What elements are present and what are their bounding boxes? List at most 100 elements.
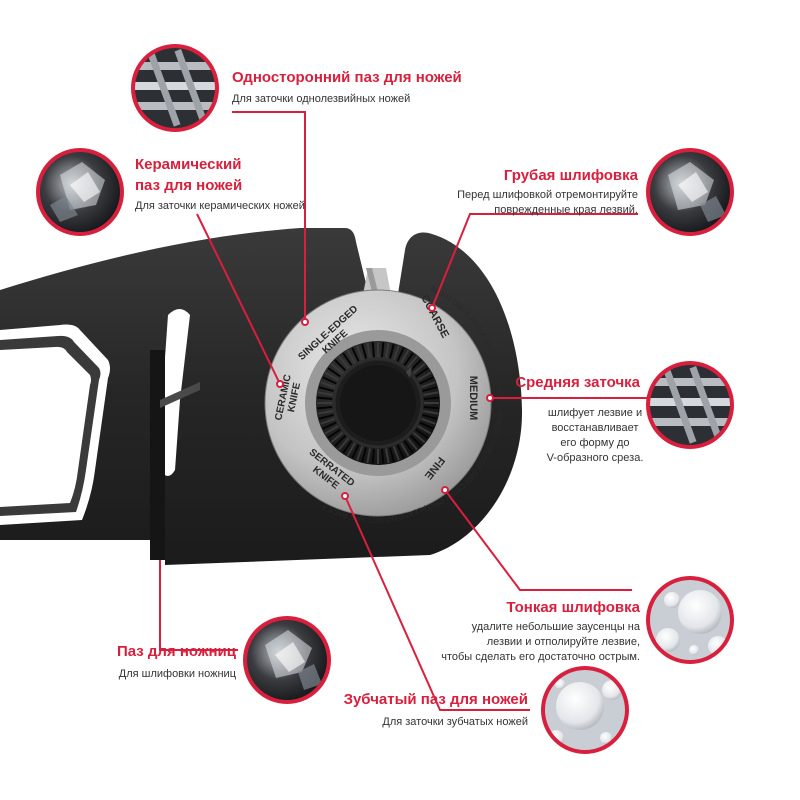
knurl-ridge xyxy=(423,391,439,396)
knurl-ridge xyxy=(366,448,371,464)
knurl-ridge xyxy=(417,371,432,381)
knurl-ridge xyxy=(318,413,334,420)
knurl-ridge xyxy=(396,347,405,362)
knurl-ridge xyxy=(415,367,429,378)
knurl-ridge xyxy=(351,347,360,362)
medium-desc-3: его форму до xyxy=(560,437,630,449)
knurl-ridge xyxy=(342,440,353,454)
knurl-ridge xyxy=(371,342,375,358)
coarse-title: Грубая шлифовка xyxy=(503,167,638,184)
knurl-ridge xyxy=(346,442,356,457)
fine-desc-1: удалите небольшие заусенцы на xyxy=(471,621,640,633)
knurl-ridge xyxy=(361,447,368,463)
knurl-ridge xyxy=(423,406,439,410)
knurl-ridge xyxy=(322,376,337,385)
leader-single-edge xyxy=(232,111,306,322)
knurl-ridge xyxy=(392,345,400,361)
knurl-ridge xyxy=(324,425,339,435)
knurl-ridge xyxy=(400,349,410,364)
knurl-ridge xyxy=(406,437,418,451)
knurl-ridge xyxy=(417,425,432,435)
knurl-ridge xyxy=(320,417,336,425)
knurl-ridge xyxy=(317,391,333,396)
medium-desc-4: V-образного среза. xyxy=(546,452,644,464)
serrated-slot-title: Зубчатый паз для ножей xyxy=(343,691,528,708)
leader-ceramic xyxy=(196,213,281,385)
knurl-ridge xyxy=(334,359,347,372)
knurl-ridge xyxy=(415,428,429,439)
knurl-ridge xyxy=(422,386,438,393)
diamond-grit-icon xyxy=(646,148,734,236)
diamond-grit-icon xyxy=(36,148,124,236)
medium-desc-2: восстанавливает xyxy=(551,422,639,434)
knurl-ridge xyxy=(317,410,333,415)
knurl-ridge xyxy=(423,410,439,415)
knurl-ridge xyxy=(318,386,334,393)
steel-rods-icon xyxy=(646,361,734,449)
knurl-ridge xyxy=(422,413,438,420)
fine-desc-2: лезвии и отполируйте лезвие, xyxy=(486,636,640,648)
knurl-ridge xyxy=(381,448,385,464)
coarse-desc-2: поврежденные края лезвий. xyxy=(494,204,638,216)
leader-dots xyxy=(276,304,494,500)
knurl-ridge xyxy=(419,421,434,430)
ceramic-slot-title-2: паз для ножей xyxy=(135,177,243,194)
knurl-ridge xyxy=(330,363,344,375)
steel-rods-icon xyxy=(131,44,219,132)
leader-serrated xyxy=(344,495,530,711)
knurl-ridge xyxy=(351,444,360,459)
knurl-ridge xyxy=(420,381,436,389)
medium-title: Средняя заточка xyxy=(515,374,640,391)
knurl-ridge xyxy=(317,396,333,400)
scissors-slot-desc: Для шлифовки ножниц xyxy=(118,668,236,680)
medium-desc-1: шлифует лезвие и xyxy=(547,407,643,419)
knurl-ridge xyxy=(322,421,337,430)
leader-scissors xyxy=(159,560,238,651)
knurl-ridge xyxy=(400,442,410,457)
knurl-ridge xyxy=(338,437,350,451)
knurl-ridge xyxy=(385,448,390,464)
knurl-ridge xyxy=(320,381,336,389)
knurl-ridge xyxy=(371,448,375,464)
coarse-desc-1: Перед шлифовкой отремонтируйте xyxy=(457,189,638,201)
knurl-ridge xyxy=(409,434,422,447)
knurl-ridge xyxy=(409,359,422,372)
leader-fine xyxy=(444,489,632,591)
knurl-ridge xyxy=(392,445,400,461)
knurl-ridge xyxy=(330,431,344,443)
knurl-ridge xyxy=(420,417,436,425)
knurl-ridge xyxy=(342,352,353,366)
knurl-ridge xyxy=(396,444,405,459)
knurl-ridge xyxy=(406,355,418,369)
fine-desc-3: чтобы сделать его достаточно острым. xyxy=(441,651,640,663)
serrated-slot-desc: Для заточки зубчатых ножей xyxy=(382,716,528,728)
knurl-ridge xyxy=(327,367,341,378)
fine-title: Тонкая шлифовка xyxy=(506,599,640,616)
knurl-ridge xyxy=(324,371,339,381)
ceramic-balls-icon xyxy=(646,576,734,664)
diamond-grit-icon xyxy=(243,616,331,704)
scissors-slot-title: Паз для ножниц xyxy=(116,643,236,660)
knurl-ridge xyxy=(388,447,395,463)
single-edge-slot-desc: Для заточки однолезвийных ножей xyxy=(232,93,411,105)
knurl-ridge xyxy=(412,431,426,443)
knurl-ridge xyxy=(317,406,333,410)
ceramic-slot-desc: Для заточки керамических ножей xyxy=(135,200,305,212)
knurl-ridge xyxy=(388,343,395,359)
knurl-ridge xyxy=(334,434,347,447)
knurl-ridge xyxy=(361,343,368,359)
knurl-ridge xyxy=(338,355,350,369)
ceramic-slot-title-1: Керамический xyxy=(135,156,242,173)
knurl-ridge xyxy=(346,349,356,364)
dial-medium-label: MEDIUM xyxy=(467,376,479,421)
knurl-ridge xyxy=(423,396,439,400)
knurl-ridge xyxy=(381,342,385,358)
knurl-ridge xyxy=(412,363,426,375)
knurl-ridge xyxy=(403,352,414,366)
single-edge-slot-title: Односторонний паз для ножей xyxy=(232,69,462,86)
knurl-ridge xyxy=(356,445,364,461)
knurl-ridge xyxy=(366,342,371,358)
leader-lines xyxy=(159,111,648,711)
dial-knurling xyxy=(317,342,439,464)
